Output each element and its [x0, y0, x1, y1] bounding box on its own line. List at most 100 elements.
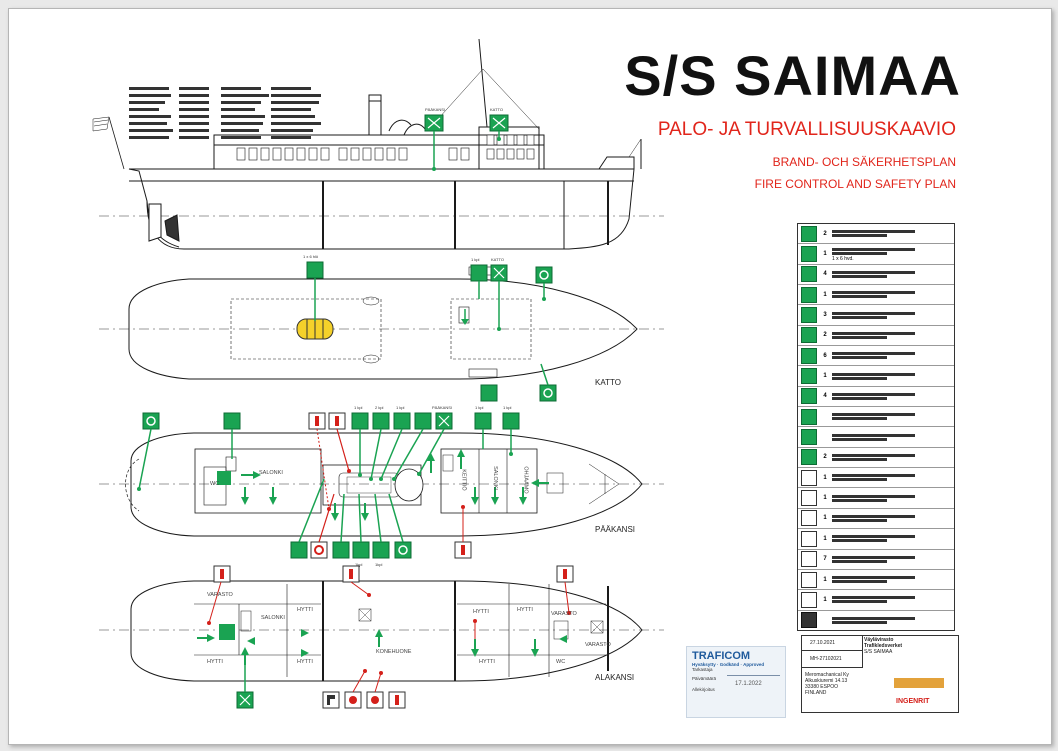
profile-safety-markers: PÄÄKANSI KATTO — [424, 107, 509, 171]
legend-row: 1 — [798, 285, 954, 306]
legend-row: 4 — [798, 265, 954, 286]
rescue-line-icon — [801, 368, 817, 385]
approval-date: 17.1.2022 — [735, 681, 762, 687]
ship-name-small: S/S SAIMAA — [864, 649, 893, 655]
lower-deck-plan — [99, 580, 664, 682]
svg-text:1 kpl: 1 kpl — [396, 405, 405, 410]
legend-row: 1 — [798, 590, 954, 611]
legend-row: 3 — [798, 305, 954, 326]
svg-text:1 kpl: 1 kpl — [475, 405, 484, 410]
legend-description — [830, 229, 954, 238]
legend-quantity: 1 — [823, 535, 827, 542]
legend-quantity: 4 — [823, 393, 827, 400]
legend-description — [830, 494, 954, 503]
traficom-logo: TRAFICOM — [692, 650, 751, 662]
svg-text:1kpl: 1kpl — [355, 562, 362, 567]
svg-text:1 kpl: 1 kpl — [503, 405, 512, 410]
legend-quantity: 1 — [823, 495, 827, 502]
ship-side-profile — [92, 38, 664, 250]
agency-swedish: Trafikledsverket — [864, 643, 903, 649]
legend-row: 1 — [798, 468, 954, 489]
legend-quantity: 1 — [823, 515, 827, 522]
room-label: VARASTO — [585, 642, 611, 648]
room-label: SALONKI — [259, 470, 283, 476]
ship-particulars-block — [129, 87, 321, 139]
roof-safety-markers: 1 x 6 hlö 1 kpl KATTO — [303, 254, 557, 402]
legend-description — [830, 270, 954, 279]
approval-row: Päivämäärä — [692, 676, 717, 681]
deck-label-alakansi: ALAKANSI — [595, 673, 635, 682]
roof-deck-plan — [99, 266, 664, 380]
legend-row: 7 — [798, 550, 954, 570]
legend-description — [830, 555, 954, 564]
legend-description — [830, 616, 954, 625]
legend-quantity: 2 — [823, 332, 827, 339]
legend-quantity: 1 — [823, 251, 827, 258]
legend-row: 1 — [798, 570, 954, 591]
legend-quantity: 4 — [823, 271, 827, 278]
company-name: Meromachanical Ky — [805, 672, 849, 678]
approval-row: Hyväksytty · Godkänd · Approved — [692, 662, 765, 667]
subtitle-finnish: PALO- JA TURVALLISUUSKAAVIO — [657, 119, 956, 140]
subtitle-english: FIRE CONTROL AND SAFETY PLAN — [754, 177, 956, 191]
legend-row: 1 — [798, 488, 954, 509]
lifejacket-icon — [801, 266, 817, 283]
legend-description — [830, 595, 954, 604]
legend-quantity: 1 — [823, 474, 827, 481]
svg-text:1 kpl: 1 kpl — [471, 257, 480, 262]
legend-row: 4 — [798, 387, 954, 408]
svg-text:KATTO: KATTO — [490, 107, 503, 112]
svg-text:1 kpl: 1 kpl — [354, 405, 363, 410]
room-label: VARASTO — [207, 592, 233, 598]
legend-description — [830, 331, 954, 340]
legend-description — [830, 290, 954, 299]
legend-row: 1 — [798, 509, 954, 530]
agency-finnish: Väylävirasto — [864, 637, 894, 643]
legend-description — [830, 412, 954, 421]
liferaft-icon — [801, 246, 817, 263]
hose-reel-icon — [801, 510, 817, 527]
legend-row: 1 — [798, 529, 954, 550]
legend-description — [830, 392, 954, 401]
svg-text:PÄÄKANSI: PÄÄKANSI — [425, 107, 445, 112]
approval-row: Tarkastaja — [692, 667, 713, 672]
approval-row: Allekirjoitus — [692, 687, 715, 692]
emergency-exit-icon — [801, 429, 817, 446]
room-label: SALONKI — [491, 466, 498, 490]
legend-quantity: 1 — [823, 291, 827, 298]
legend-row — [798, 427, 954, 448]
room-label: HYTTI — [517, 607, 533, 613]
child-vest-icon — [801, 388, 817, 405]
ship-title: S/S SAIMAA — [624, 44, 961, 107]
drawing-number: MH-27102021 — [810, 656, 842, 662]
svg-text:1kpl: 1kpl — [375, 562, 382, 567]
fire-blanket-icon — [801, 469, 817, 486]
company-street: Alkuskiuremi 14.13 — [805, 678, 848, 684]
room-label: SALONKI — [261, 615, 285, 621]
legend-description — [830, 372, 954, 381]
fire-pump-2-icon — [801, 591, 817, 608]
room-label: KEITTIÖ — [460, 469, 467, 491]
room-label: HYTTI — [297, 607, 313, 613]
room-label: VARASTO — [551, 611, 577, 617]
legend-row: 6 — [798, 346, 954, 367]
legend-quantity: 1 — [823, 373, 827, 380]
company-country: FINLAND — [805, 690, 827, 696]
company-logo-mark — [894, 678, 944, 688]
legend-quantity: 2 — [823, 230, 827, 237]
roof-liferaft — [296, 318, 334, 340]
main-deck-plan — [99, 432, 664, 537]
legend-description — [830, 311, 954, 320]
legend-row: 2 — [798, 448, 954, 469]
room-label: KONEHUONE — [376, 649, 412, 655]
lower-deck-safety-markers — [197, 565, 574, 709]
svg-text:PÄÄKANSI: PÄÄKANSI — [432, 405, 452, 410]
legend-description — [830, 575, 954, 584]
rescue-hook-icon — [801, 347, 817, 364]
legend-row: 2 — [798, 326, 954, 347]
svg-text:2 kpl: 2 kpl — [375, 405, 384, 410]
drawing-title-block: 27.10.2021 Väylävirasto Trafikledsverket… — [801, 635, 959, 713]
deck-label-paakansi: PÄÄKANSI — [595, 525, 636, 534]
room-label: HYTTI — [473, 609, 489, 615]
